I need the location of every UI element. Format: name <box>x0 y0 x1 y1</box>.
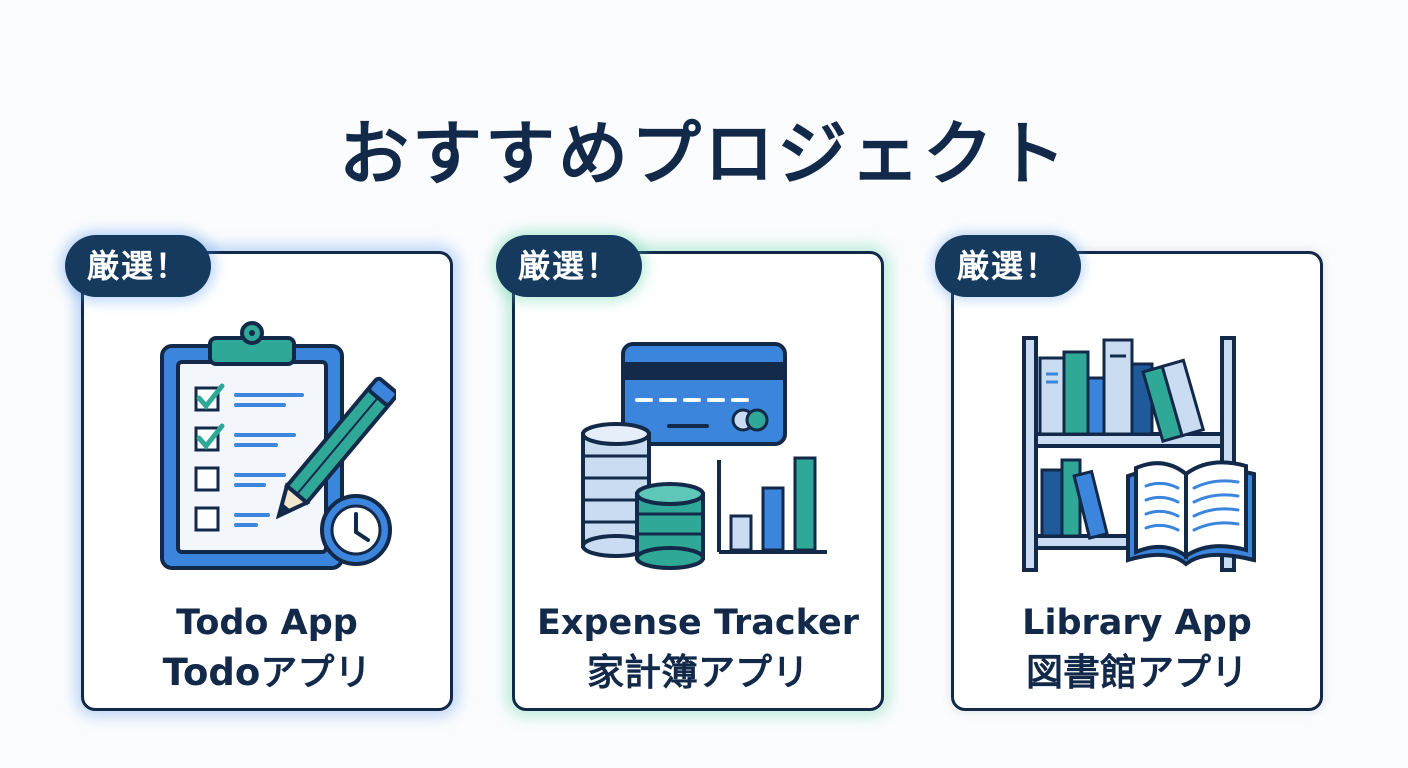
bookshelf-open-book-icon <box>1022 336 1256 572</box>
credit-card-coins-chart-icon <box>581 342 827 570</box>
project-card-todo[interactable]: 厳選！ <box>65 235 453 711</box>
featured-badge: 厳選！ <box>935 235 1081 297</box>
featured-badge: 厳選！ <box>65 235 211 297</box>
project-card-library[interactable]: 厳選！ <box>935 235 1323 711</box>
page-title: おすすめプロジェクト <box>339 112 1069 195</box>
card-title-ja: 家計簿アプリ <box>587 651 809 694</box>
card-title-en: Todo App <box>176 603 358 643</box>
card-title-ja: 図書館アプリ <box>1026 651 1248 694</box>
card-title-en: Library App <box>1022 603 1252 643</box>
card-title-ja: Todoアプリ <box>162 651 372 694</box>
project-card-expense[interactable]: 厳選！ <box>496 235 884 711</box>
featured-badge: 厳選！ <box>496 235 642 297</box>
clipboard-checklist-icon <box>160 321 396 570</box>
card-title-en: Expense Tracker <box>537 603 859 643</box>
